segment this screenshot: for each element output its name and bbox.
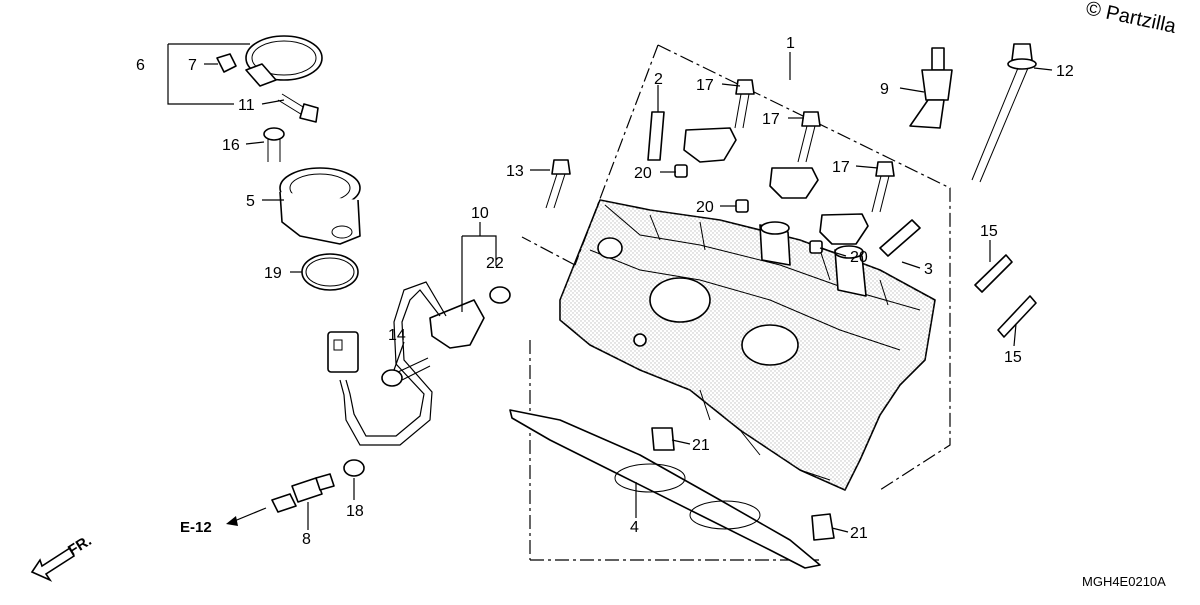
callout-5: 5	[246, 193, 255, 210]
intake-insulator	[279, 167, 361, 245]
temp-sensor-8	[271, 473, 335, 513]
callout-8: 8	[302, 531, 311, 548]
callout-12: 12	[1056, 63, 1074, 80]
washer-22	[489, 286, 511, 304]
callout-16: 16	[222, 137, 240, 154]
hose-clamp	[245, 35, 323, 87]
callout-17a: 17	[696, 77, 714, 94]
clip-nut-7	[216, 53, 237, 73]
dowel-21-lower	[811, 513, 835, 541]
callout-20b: 20	[696, 199, 714, 216]
leader-lines	[167, 43, 1053, 533]
reference-label[interactable]: E-12	[180, 519, 212, 536]
bolt-11	[277, 93, 319, 123]
spark-plug	[909, 47, 953, 129]
bolt-13	[545, 159, 571, 209]
bolts-17	[734, 79, 895, 213]
stud-bolt-12	[971, 43, 1037, 183]
dowel-pins	[674, 164, 823, 254]
o-ring-19	[301, 253, 359, 291]
callout-14: 14	[388, 327, 406, 344]
front-direction-indicator: FR.	[30, 532, 95, 582]
dowel-21-upper	[651, 427, 675, 451]
cam-holder-parts	[683, 127, 869, 245]
stud-15-upper	[974, 254, 1013, 293]
callout-11: 11	[238, 97, 255, 114]
callout-13: 13	[506, 163, 524, 180]
callout-9: 9	[880, 81, 889, 98]
callout-21b: 21	[850, 525, 868, 542]
callout-10: 10	[471, 205, 489, 222]
head-gasket	[509, 409, 821, 569]
callout-6: 6	[136, 57, 145, 74]
cylinder-head	[559, 199, 936, 491]
watermark-text: © Partzilla	[1084, 0, 1179, 38]
valve-guide-3	[879, 219, 921, 257]
callout-1: 1	[786, 35, 795, 52]
callout-19: 19	[264, 265, 282, 282]
callout-22: 22	[486, 255, 504, 272]
washer-18	[343, 459, 365, 477]
callout-labels: 1 2 3 4 5 6 7 8 9 10 11 12 13 14 15 15 1…	[136, 35, 1074, 548]
callout-3: 3	[924, 261, 933, 278]
diagram-code: MGH4E0210A	[1082, 574, 1166, 589]
valve-guide-2	[647, 111, 665, 161]
callout-21a: 21	[692, 437, 710, 454]
callout-18: 18	[346, 503, 364, 520]
callout-2: 2	[654, 71, 663, 88]
callout-7: 7	[188, 57, 197, 74]
bolt-16	[263, 127, 285, 162]
sensor-assembly	[327, 281, 485, 446]
bolt-14	[381, 357, 431, 387]
reference-e12[interactable]: E-12	[180, 507, 267, 536]
callout-4: 4	[630, 519, 639, 536]
stud-15-lower	[997, 295, 1037, 338]
callout-17b: 17	[762, 111, 780, 128]
callout-20a: 20	[634, 165, 652, 182]
callout-17c: 17	[832, 159, 850, 176]
callout-15b: 15	[1004, 349, 1022, 366]
callout-15a: 15	[980, 223, 998, 240]
assembly-boundary	[521, 44, 951, 561]
callout-20c: 20	[850, 249, 868, 266]
